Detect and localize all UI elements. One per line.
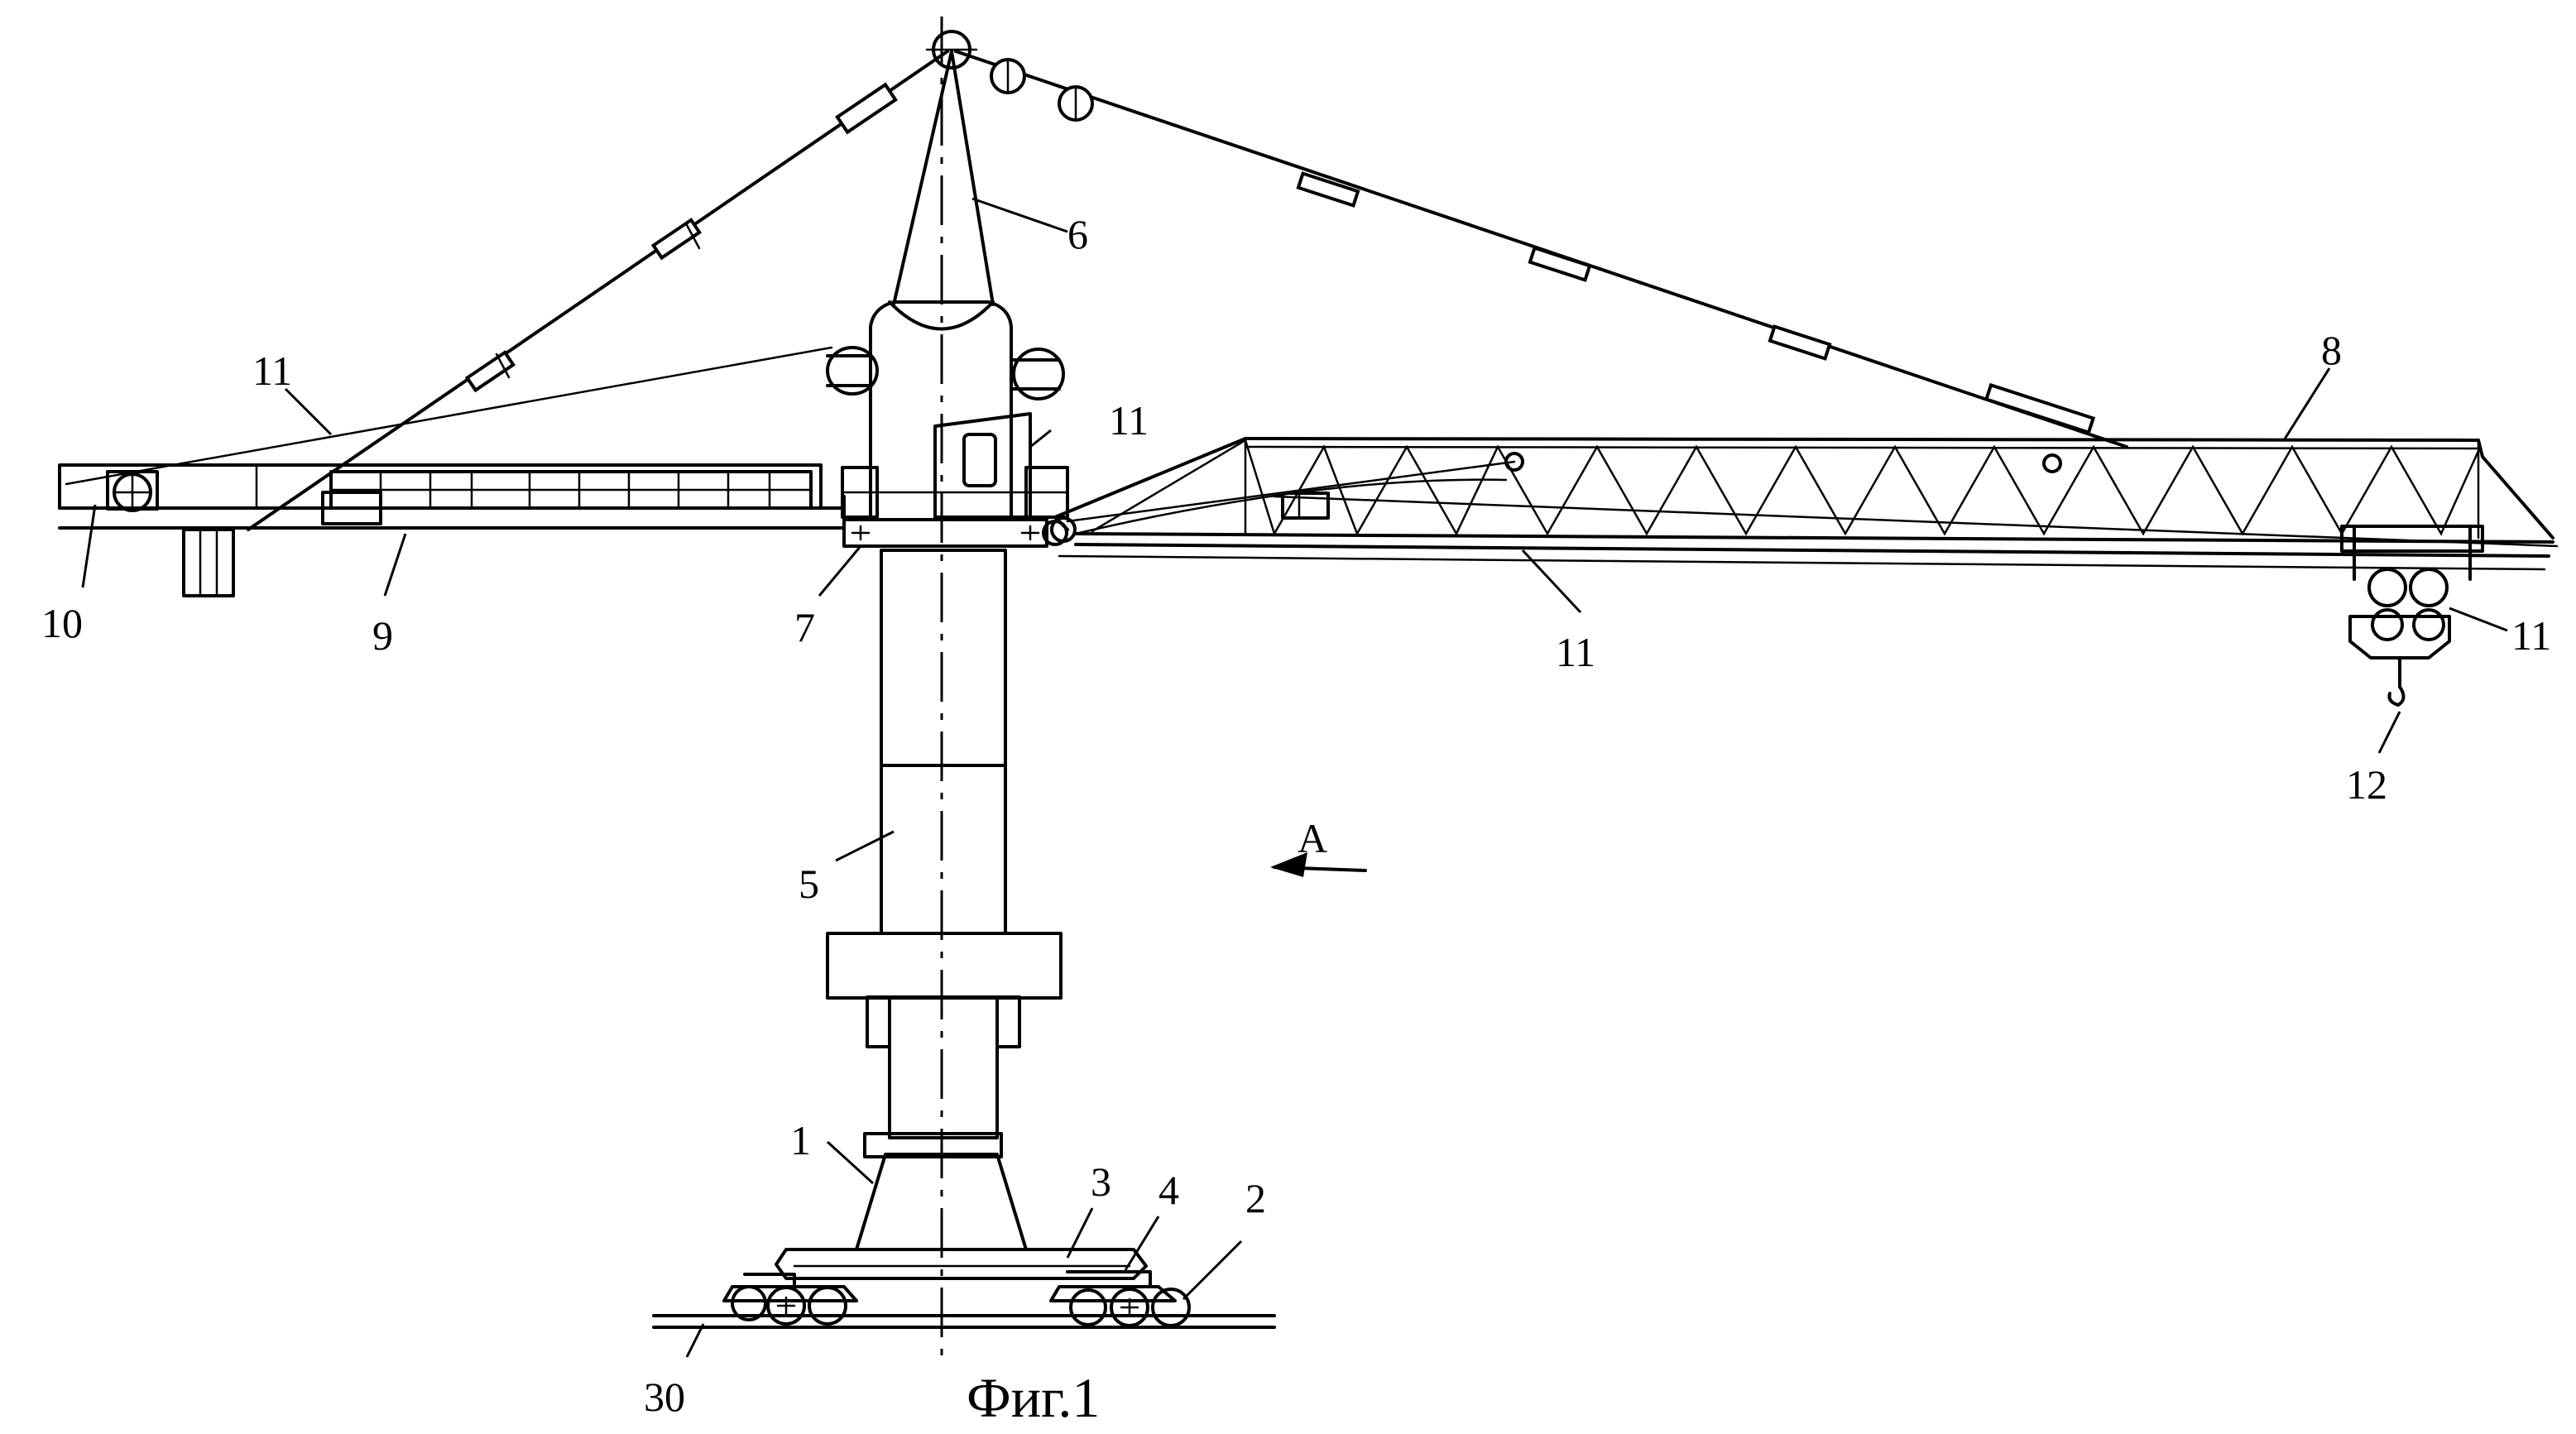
figure-caption: Фиг.1 <box>967 1366 1100 1429</box>
counter-jib-winch <box>108 472 157 511</box>
slewing-ring <box>844 520 1067 546</box>
counter-jib-pendant <box>248 51 947 530</box>
tower-column <box>881 550 1005 933</box>
label-30: 30 <box>644 1374 685 1420</box>
hook-icon <box>2389 658 2403 705</box>
label-11-cabin: 11 <box>1109 397 1149 444</box>
label-3: 3 <box>1091 1158 1111 1205</box>
counterweight-blocks <box>323 472 811 524</box>
label-11-trolley: 11 <box>2511 612 2551 659</box>
label-6: 6 <box>1067 211 1088 257</box>
label-10: 10 <box>41 600 83 646</box>
main-jib <box>1052 439 2557 569</box>
portal-base-frame <box>776 1249 1146 1278</box>
label-2: 2 <box>1245 1175 1266 1221</box>
label-9: 9 <box>372 612 393 659</box>
tower-lower-section <box>867 997 1019 1138</box>
hoist-drum-right <box>1011 349 1063 399</box>
label-7: 7 <box>794 604 815 650</box>
slewing-head <box>842 302 1067 520</box>
label-11-counterjib: 11 <box>252 348 292 394</box>
tower-ring <box>827 933 1061 998</box>
label-1: 1 <box>790 1117 811 1163</box>
jib-pendant <box>956 51 2127 447</box>
reference-numerals: 1 2 3 4 5 6 7 8 9 10 11 11 11 11 12 30 <box>41 211 2551 1420</box>
label-12: 12 <box>2346 761 2387 808</box>
counter-jib-leg <box>184 530 233 596</box>
label-11-jib: 11 <box>1556 629 1595 675</box>
counter-jib <box>60 465 844 530</box>
operator-cabin <box>935 414 1030 517</box>
view-arrow-a: A <box>1270 815 1365 877</box>
hoist-rope-jib <box>1067 462 1514 521</box>
label-5: 5 <box>799 861 819 907</box>
view-arrow-label: A <box>1298 815 1327 861</box>
hook-block <box>2350 610 2449 705</box>
mast-head <box>894 31 993 305</box>
label-8: 8 <box>2321 327 2342 373</box>
label-4: 4 <box>1158 1167 1179 1213</box>
leader-lines <box>83 199 2507 1357</box>
